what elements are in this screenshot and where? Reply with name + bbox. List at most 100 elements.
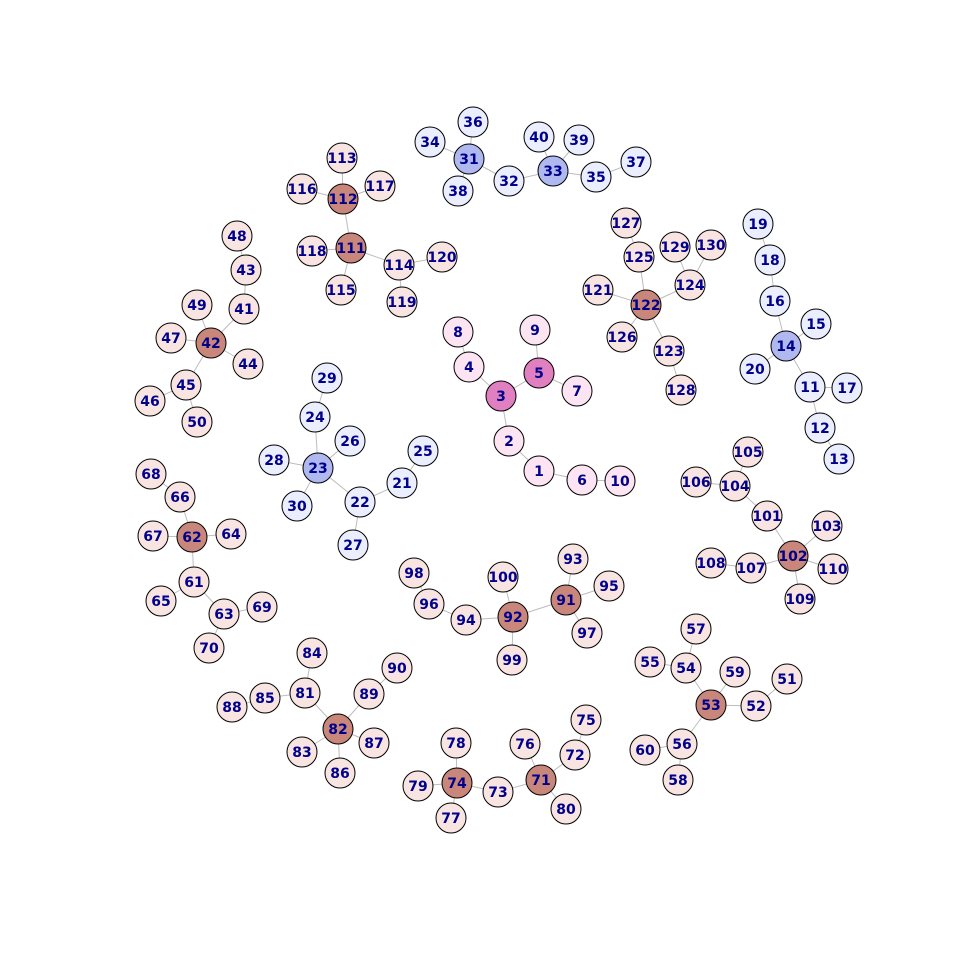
node-label: 125 [624,250,653,266]
node-circle [629,734,661,766]
node-label: 69 [252,600,271,616]
node-55: 55 [634,646,666,678]
node-125: 125 [623,241,655,273]
node-label: 88 [222,700,241,716]
node-label: 18 [760,253,779,269]
node-label: 60 [635,743,655,759]
node-label: 121 [583,283,612,299]
node-circle [302,452,334,484]
node-label: 22 [350,495,369,511]
node-32: 32 [493,165,525,197]
node-label: 113 [327,151,356,167]
node-circle [485,380,517,412]
node-circle [550,584,582,616]
node-label: 94 [456,613,476,629]
node-50: 50 [181,406,213,438]
node-circle [604,465,636,497]
node-label: 79 [408,779,427,795]
node-61: 61 [178,566,210,598]
node-56: 56 [666,728,698,760]
node-label: 75 [576,713,595,729]
node-circle [739,353,771,385]
node-circle [164,481,196,513]
node-label: 119 [387,295,416,311]
node-circle [176,521,208,553]
node-47: 47 [155,322,187,354]
node-94: 94 [450,604,482,636]
node-4: 4 [453,351,485,383]
node-27: 27 [337,529,369,561]
node-label: 130 [696,238,725,254]
node-circle [665,374,697,406]
node-circle [582,274,614,306]
node-label: 44 [238,357,258,373]
node-circle [523,357,555,389]
node-circle [296,637,328,669]
node-label: 63 [214,607,233,623]
node-circle [402,770,434,802]
node-128: 128 [665,374,697,406]
node-113: 113 [326,142,358,174]
node-24: 24 [299,401,331,433]
node-label: 110 [818,562,847,578]
node-circle [407,435,439,467]
node-66: 66 [164,481,196,513]
node-label: 118 [297,244,326,260]
node-label: 16 [765,294,784,310]
node-12: 12 [804,412,836,444]
node-label: 14 [776,339,796,355]
node-circle [800,308,832,340]
node-label: 107 [736,561,765,577]
node-98: 98 [398,557,430,589]
node-97: 97 [571,617,603,649]
node-21: 21 [386,467,418,499]
node-circle [620,146,652,178]
node-19: 19 [742,208,774,240]
node-60: 60 [629,734,661,766]
node-circle [509,728,541,760]
node-label: 12 [810,421,829,437]
node-82: 82 [322,713,354,745]
node-100: 100 [487,561,519,593]
node-label: 6 [577,473,587,489]
node-circle [570,704,602,736]
node-circle [135,458,167,490]
node-28: 28 [258,444,290,476]
node-circle [559,739,591,771]
node-71: 71 [525,764,557,796]
node-circle [817,553,849,585]
node-label: 17 [837,381,856,397]
node-circle [364,170,396,202]
node-circle [442,175,474,207]
node-label: 59 [725,665,744,681]
node-label: 114 [384,258,413,274]
node-circle [695,547,727,579]
node-label: 112 [328,192,357,208]
node-label: 56 [672,737,691,753]
node-circle [299,401,331,433]
node-115: 115 [325,274,357,306]
node-circle [137,520,169,552]
node-circle [563,124,595,156]
node-circle [496,644,528,676]
node-label: 100 [488,570,517,586]
node-circle [497,601,529,633]
node-label: 9 [530,323,540,339]
node-circle [246,591,278,623]
node-label: 54 [676,661,696,677]
node-2: 2 [493,425,525,457]
node-label: 40 [529,130,549,146]
node-label: 92 [503,610,522,626]
node-label: 42 [201,336,220,352]
node-40: 40 [523,121,555,153]
node-circle [286,173,318,205]
node-38: 38 [442,175,474,207]
node-label: 111 [336,241,365,257]
node-label: 97 [577,626,596,642]
node-48: 48 [221,220,253,252]
node-circle [550,793,582,825]
node-90: 90 [381,652,413,684]
node-label: 128 [666,383,695,399]
node-label: 64 [221,527,241,543]
